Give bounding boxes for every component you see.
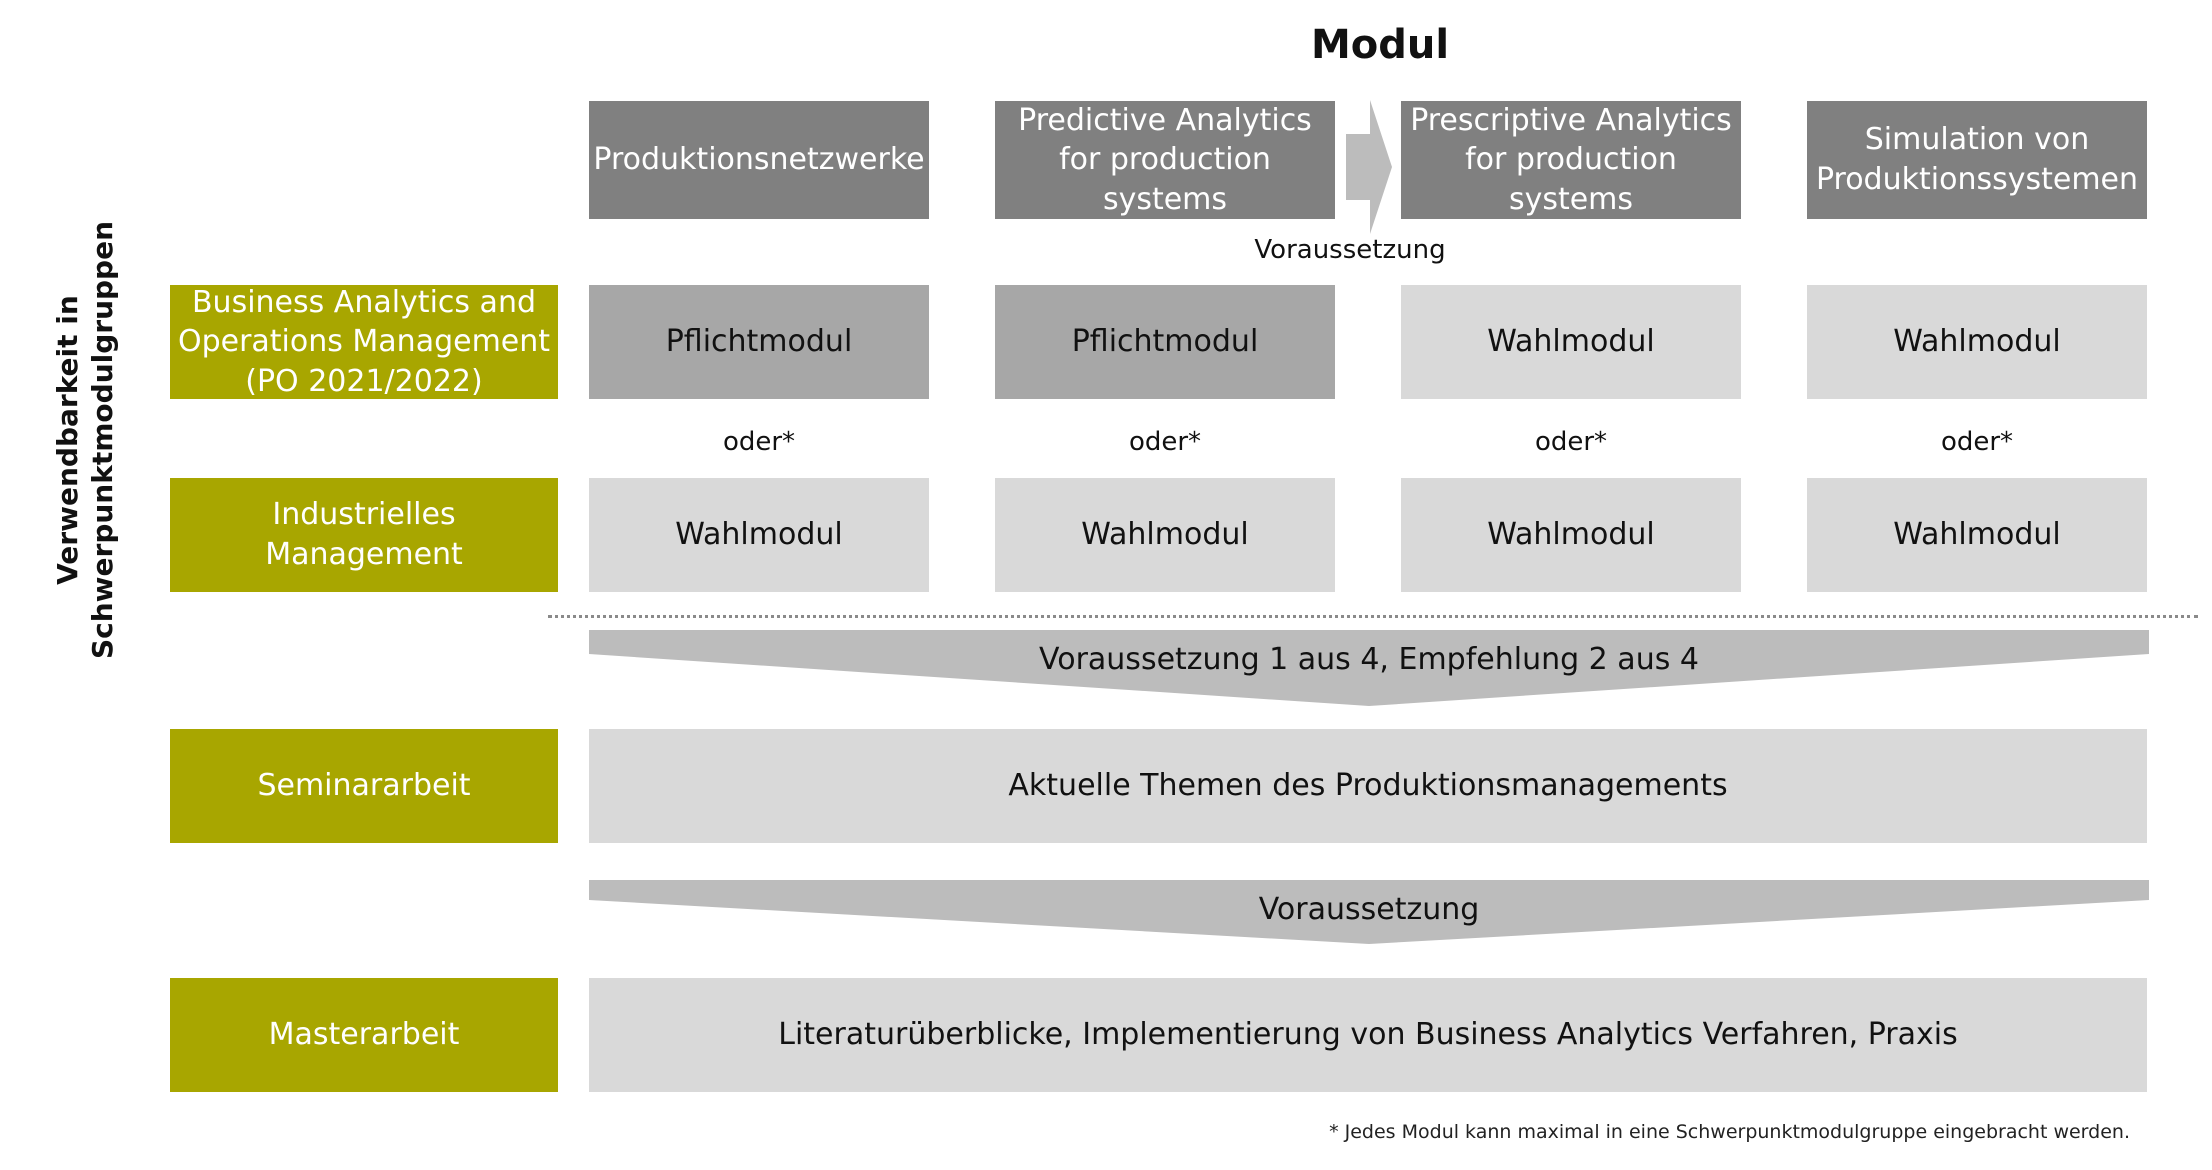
ba-cell-simulation: Wahlmodul [1807, 285, 2147, 399]
or-label: oder* [722, 427, 796, 457]
im-cell-produktionsnetzwerke: Wahlmodul [589, 478, 929, 592]
funnel-arrow-2-icon [589, 880, 2149, 944]
prerequisite-arrow-icon [1346, 100, 1392, 234]
or-label: oder* [1940, 427, 2014, 457]
master-content: Literaturüberblicke, Implementierung von… [589, 978, 2147, 1092]
ba-cell-prescriptive-analytics: Wahlmodul [1401, 285, 1741, 399]
module-header-prescriptive-analytics: Prescriptive Analytics for production sy… [1401, 101, 1741, 219]
ba-cell-predictive-analytics: Pflichtmodul [995, 285, 1335, 399]
funnel-label-2: Voraussetzung [1258, 892, 1480, 927]
side-title: Verwendbarkeit in Schwerpunktmodulgruppe… [51, 220, 119, 660]
im-cell-prescriptive-analytics: Wahlmodul [1401, 478, 1741, 592]
group-label-seminararbeit: Seminararbeit [170, 729, 558, 843]
group-label-industrielles-management: Industrielles Management [170, 478, 558, 592]
module-header-predictive-analytics: Predictive Analytics for production syst… [995, 101, 1335, 219]
funnel-arrow-1-icon [589, 630, 2149, 706]
group-label-masterarbeit: Masterarbeit [170, 978, 558, 1092]
group-label-business-analytics: Business Analytics and Operations Manage… [170, 285, 558, 399]
module-header-simulation: Simulation von Produktionssystemen [1807, 101, 2147, 219]
divider-dotted [548, 615, 2198, 618]
funnel-label-1: Voraussetzung 1 aus 4, Empfehlung 2 aus … [1039, 642, 1699, 677]
im-cell-simulation: Wahlmodul [1807, 478, 2147, 592]
or-label: oder* [1128, 427, 1202, 457]
im-cell-predictive-analytics: Wahlmodul [995, 478, 1335, 592]
diagram-title: Modul [1310, 22, 1450, 68]
footnote: * Jedes Modul kann maximal in eine Schwe… [1329, 1121, 2130, 1143]
prerequisite-arrow-label: Voraussetzung [1254, 235, 1446, 265]
seminar-content: Aktuelle Themen des Produktionsmanagemen… [589, 729, 2147, 843]
ba-cell-produktionsnetzwerke: Pflichtmodul [589, 285, 929, 399]
or-label: oder* [1534, 427, 1608, 457]
module-header-produktionsnetzwerke: Produktionsnetzwerke [589, 101, 929, 219]
